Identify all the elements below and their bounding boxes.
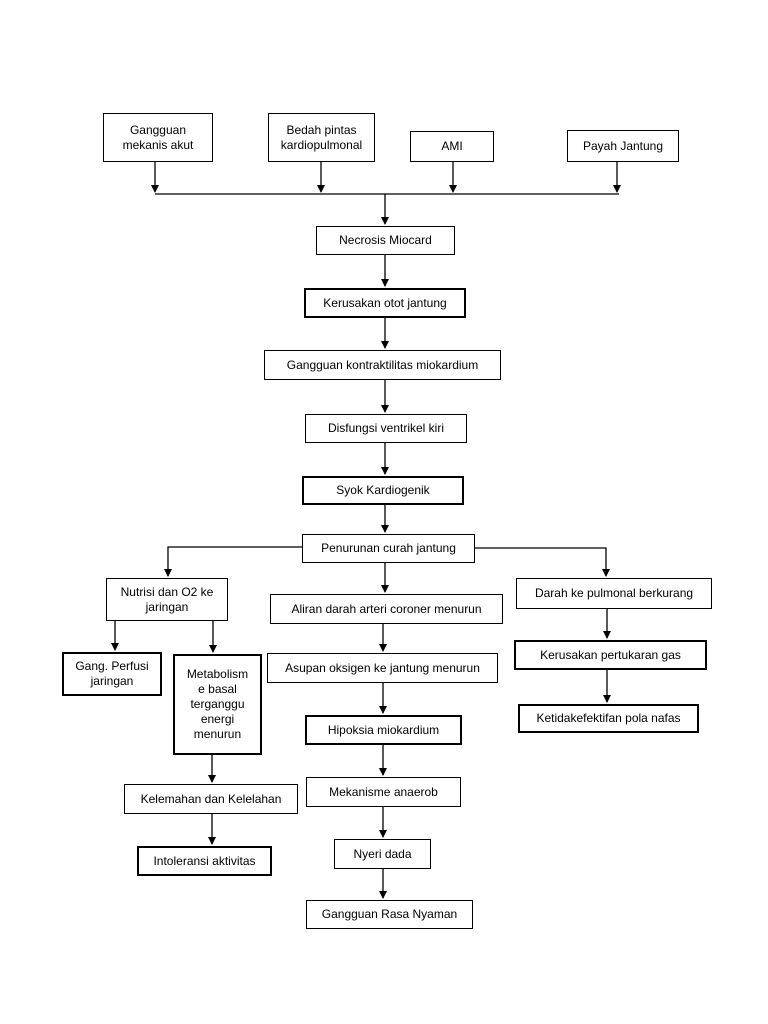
node-label: Intoleransi aktivitas <box>153 853 256 868</box>
node-label: Kerusakan pertukaran gas <box>540 647 681 662</box>
node-kerusakan-otot: Kerusakan otot jantung <box>304 288 466 318</box>
node-disfungsi-ventrikel: Disfungsi ventrikel kiri <box>305 414 467 443</box>
node-label: Bedah pintas kardiopulmonal <box>280 122 363 152</box>
node-gangguan-rasa-nyaman: Gangguan Rasa Nyaman <box>306 900 473 929</box>
node-aliran-darah: Aliran darah arteri coroner menurun <box>270 594 503 624</box>
node-label: Darah ke pulmonal berkurang <box>534 586 694 600</box>
cause-bedah-pintas: Bedah pintas kardiopulmonal <box>268 113 375 162</box>
node-label: Mekanisme anaerob <box>329 784 438 799</box>
node-darah-pulmonal: Darah ke pulmonal berkurang <box>516 578 712 609</box>
node-label: Kelemahan dan Kelelahan <box>140 791 282 806</box>
node-penurunan-curah: Penurunan curah jantung <box>302 534 475 563</box>
node-label: Necrosis Miocard <box>339 233 432 247</box>
node-nutrisi-o2: Nutrisi dan O2 ke jaringan <box>106 578 228 621</box>
node-label: Penurunan curah jantung <box>321 541 456 555</box>
node-kerusakan-pertukaran: Kerusakan pertukaran gas <box>514 640 707 670</box>
node-label: Hipoksia miokardium <box>327 722 440 737</box>
node-kontraktilitas: Gangguan kontraktilitas miokardium <box>264 350 501 380</box>
node-pola-nafas: Ketidakefektifan pola nafas <box>518 704 699 733</box>
node-metabolisme: Metabolism e basal terganggu energi menu… <box>173 654 262 755</box>
node-nyeri-dada: Nyeri dada <box>334 839 431 869</box>
node-label: Gangguan kontraktilitas miokardium <box>286 357 479 372</box>
node-label: Asupan oksigen ke jantung menurun <box>285 660 480 675</box>
node-asupan-oksigen: Asupan oksigen ke jantung menurun <box>267 653 498 683</box>
node-necrosis-miocard: Necrosis Miocard <box>316 226 455 255</box>
node-hipoksia: Hipoksia miokardium <box>305 715 462 745</box>
arrow-curah-darah <box>475 547 610 577</box>
node-label: Metabolism e basal terganggu energi menu… <box>186 667 249 741</box>
node-label: AMI <box>441 139 463 153</box>
node-syok-kardiogenik: Syok Kardiogenik <box>302 476 464 505</box>
cause-payah-jantung: Payah Jantung <box>567 130 679 162</box>
node-label: Gangguan Rasa Nyaman <box>321 907 458 921</box>
node-kelemahan: Kelemahan dan Kelelahan <box>124 784 298 814</box>
node-intoleransi: Intoleransi aktivitas <box>137 846 272 876</box>
node-label: Nyeri dada <box>353 846 412 861</box>
cause-gangguan-mekanis: Gangguan mekanis akut <box>103 113 213 162</box>
node-mekanisme-anaerob: Mekanisme anaerob <box>306 777 461 807</box>
node-label: Aliran darah arteri coroner menurun <box>291 601 482 616</box>
node-gang-perfusi: Gang. Perfusi jaringan <box>62 652 162 696</box>
node-label: Gangguan mekanis akut <box>122 122 194 152</box>
node-label: Ketidakefektifan pola nafas <box>536 711 681 725</box>
arrow-curah-nutrisi <box>164 546 302 577</box>
node-label: Kerusakan otot jantung <box>323 295 447 310</box>
node-label: Gang. Perfusi jaringan <box>75 659 149 688</box>
node-label: Nutrisi dan O2 ke jaringan <box>120 584 214 614</box>
node-label: Syok Kardiogenik <box>336 483 430 497</box>
cause-ami: AMI <box>410 131 494 162</box>
node-label: Disfungsi ventrikel kiri <box>327 421 445 435</box>
node-label: Payah Jantung <box>582 138 664 153</box>
